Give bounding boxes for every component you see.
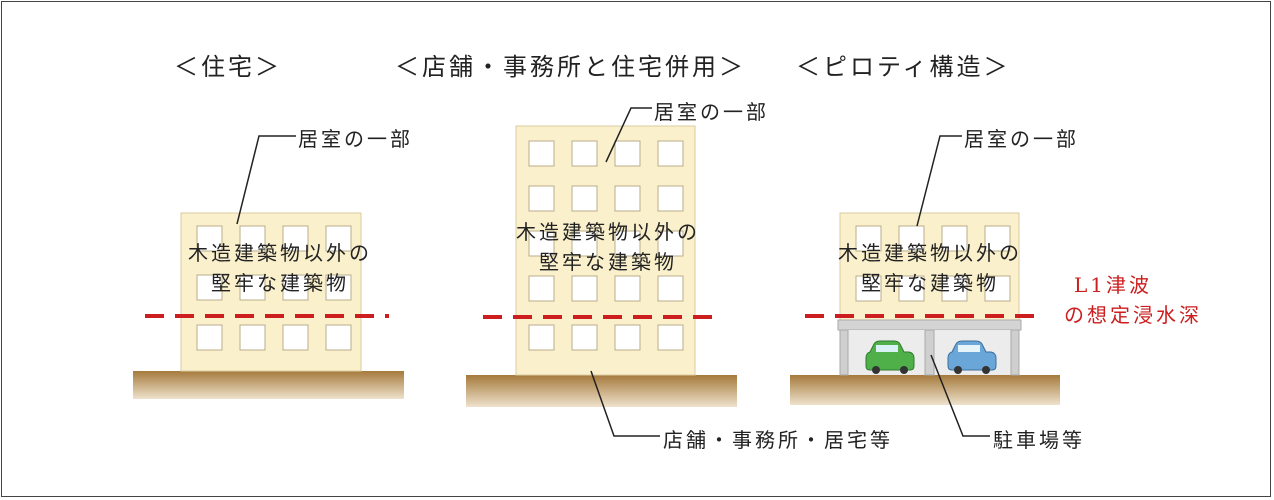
tsunami-label: L1津波 の想定浸水深: [1064, 270, 1202, 330]
label-living-room-mixed: 居室の一部: [654, 100, 769, 124]
label-living-room-house: 居室の一部: [298, 127, 413, 151]
leader-line-mixed-top: [605, 107, 652, 163]
building-text-line1: 木造建築物以外の: [516, 220, 700, 244]
building-text-line2: 堅牢な建築物: [539, 250, 677, 274]
building-text-line1: 木造建築物以外の: [188, 241, 372, 265]
building-text-line1: 木造建築物以外の: [838, 241, 1022, 265]
label-shop-office: 店舗・事務所・居宅等: [663, 428, 893, 452]
building-text-line2: 堅牢な建築物: [211, 271, 349, 295]
header-mixed: ＜店舗・事務所と住宅併用＞: [395, 53, 746, 81]
label-living-room-piloti: 居室の一部: [964, 127, 1079, 151]
leader-line-piloti: [916, 135, 962, 227]
piloti-windows: [855, 225, 1011, 302]
car-green: [865, 340, 915, 374]
leader-line-parking: [930, 354, 990, 437]
house-windows: [196, 225, 352, 351]
header-piloti: ＜ピロティ構造＞: [796, 53, 1011, 81]
ground-3: [790, 375, 1060, 405]
header-house: ＜住宅＞: [174, 53, 282, 81]
leader-line-mixed-bottom: [590, 370, 660, 437]
building-text-line2: 堅牢な建築物: [861, 271, 999, 295]
ground-1: [133, 371, 404, 399]
tsunami-label-line2: の想定浸水深: [1064, 303, 1202, 327]
building-text-mixed: 木造建築物以外の 堅牢な建築物: [478, 217, 738, 277]
tsunami-label-line1: L1津波: [1074, 273, 1153, 297]
label-parking: 駐車場等: [993, 428, 1085, 452]
building-text-piloti: 木造建築物以外の 堅牢な建築物: [800, 238, 1060, 298]
leader-line-house: [236, 135, 296, 225]
mixed-windows: [528, 140, 684, 351]
car-blue: [947, 340, 997, 374]
building-text-house: 木造建築物以外の 堅牢な建築物: [150, 238, 410, 298]
